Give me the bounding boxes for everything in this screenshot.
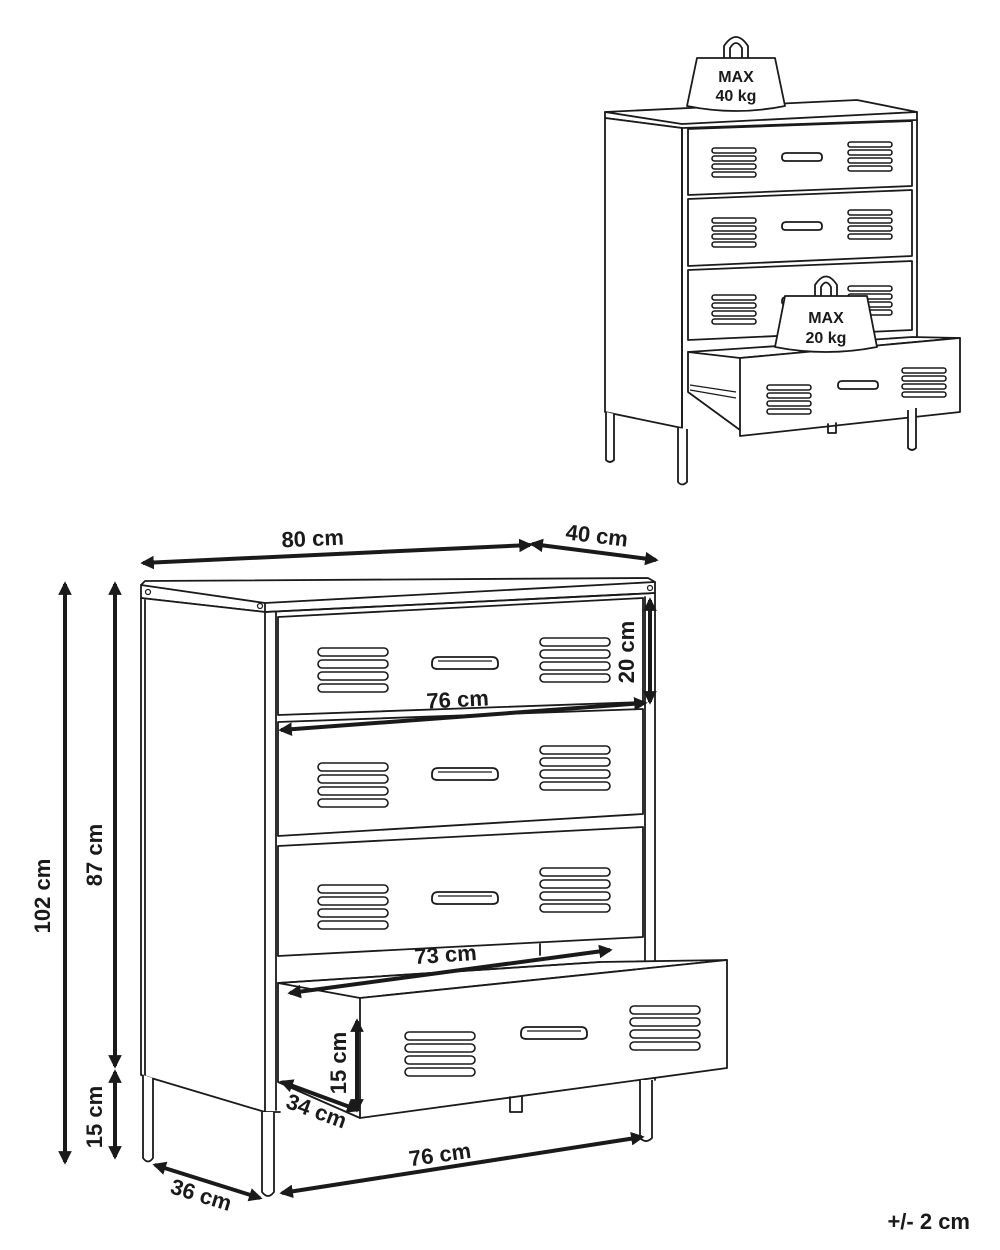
arrow-drawer-34 [279,1079,361,1113]
drawer-3 [277,826,644,957]
top-weight-max: MAX [718,69,754,86]
label-drawer-15: 15 cm [326,1032,351,1094]
small-drawer-1 [687,120,913,196]
label-drawer-76: 76 cm [426,685,490,713]
label-width-80: 80 cm [281,525,344,553]
label-height-102: 102 cm [30,859,55,934]
top-weight: MAX 40 kg [686,36,786,112]
drawer-weight: MAX 20 kg [774,275,878,353]
small-drawer-2 [687,189,913,267]
small-open-drawer [687,336,961,437]
label-height-15: 15 cm [82,1086,107,1148]
label-depth-40: 40 cm [564,519,629,551]
drawer-weight-max: MAX [808,310,844,327]
label-tolerance: +/- 2 cm [887,1209,970,1234]
drawer-weight-value: 20 kg [806,330,847,347]
arrow-drawer-73 [287,944,613,999]
arrow-base-76 [279,1131,645,1199]
label-drawer-73: 73 cm [413,940,477,969]
arrow-base-36 [152,1161,263,1202]
main-dresser-view [140,577,728,1197]
arrow-drawer-76 [278,697,648,736]
small-dresser-view: MAX 40 kg MAX 20 kg [604,36,961,486]
arrow-depth-40 [529,538,659,566]
arrow-width-80 [140,538,533,570]
dimension-arrows [58,538,659,1202]
top-weight-value: 40 kg [716,88,757,105]
label-drawer-20: 20 cm [614,621,639,683]
label-height-87: 87 cm [82,824,107,886]
